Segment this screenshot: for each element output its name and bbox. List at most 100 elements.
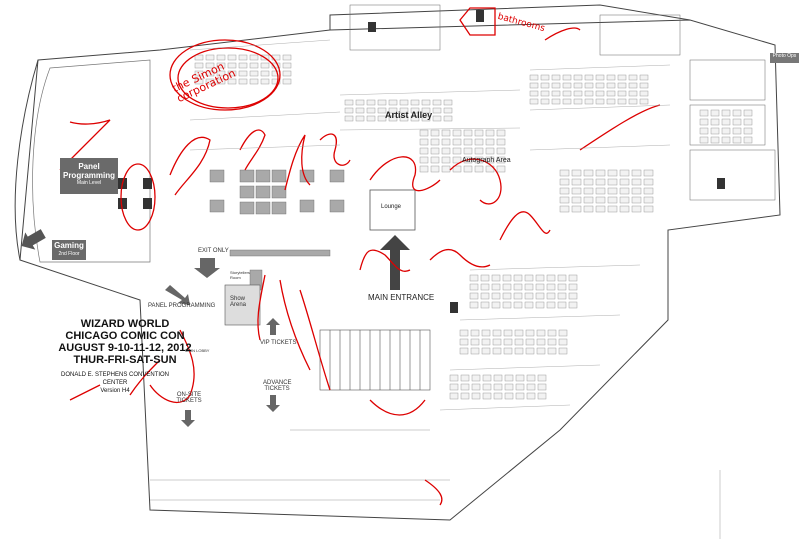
booth xyxy=(583,187,594,195)
booth xyxy=(732,118,742,126)
booth xyxy=(480,292,490,300)
right-rooms xyxy=(349,4,776,201)
booth xyxy=(617,90,627,97)
booth xyxy=(619,178,630,186)
booth xyxy=(470,338,480,346)
storytellers-room-label: Storytellers Room xyxy=(230,270,251,280)
booth xyxy=(643,205,654,213)
booth xyxy=(205,62,215,69)
booth xyxy=(571,169,582,177)
booth xyxy=(449,392,459,400)
booth xyxy=(699,127,709,135)
gaming-label: Gaming xyxy=(54,241,84,250)
booth xyxy=(537,383,547,391)
event-venue: DONALD E. STEPHENS CONVENTION CENTER xyxy=(60,372,170,386)
booth xyxy=(503,329,513,337)
booth xyxy=(557,274,567,282)
booth xyxy=(536,329,546,337)
booth xyxy=(568,283,578,291)
booth xyxy=(557,301,567,309)
booth xyxy=(546,274,556,282)
booth xyxy=(559,187,570,195)
booth xyxy=(504,374,514,382)
booth xyxy=(282,54,292,61)
show-arena-box xyxy=(224,284,261,326)
lounge-area xyxy=(369,189,416,231)
gaming-arrow xyxy=(21,229,46,250)
booth xyxy=(551,90,561,97)
booth xyxy=(463,138,473,146)
booth xyxy=(743,109,753,117)
booth xyxy=(227,54,237,61)
booth xyxy=(491,274,501,282)
booth xyxy=(699,118,709,126)
booth xyxy=(631,169,642,177)
booth xyxy=(344,107,354,114)
booth xyxy=(540,82,550,89)
booth xyxy=(643,178,654,186)
booth xyxy=(482,392,492,400)
booth xyxy=(355,107,365,114)
lounge-label: Lounge xyxy=(381,204,402,210)
booth xyxy=(249,62,259,69)
booth xyxy=(562,82,572,89)
booth xyxy=(449,383,459,391)
booth xyxy=(485,138,495,146)
booth xyxy=(558,329,568,337)
booth xyxy=(469,292,479,300)
booth xyxy=(419,129,429,137)
booth xyxy=(584,98,594,105)
booth xyxy=(529,74,539,81)
booth xyxy=(399,107,409,114)
booth xyxy=(443,107,453,114)
booth xyxy=(526,374,536,382)
panel-main-level-label: Main Level xyxy=(76,180,102,186)
booth xyxy=(524,292,534,300)
booth xyxy=(607,178,618,186)
booth xyxy=(421,99,431,106)
booth xyxy=(492,338,502,346)
booth xyxy=(710,109,720,117)
booth xyxy=(595,196,606,204)
booth xyxy=(496,138,506,146)
booth-rows xyxy=(189,39,671,411)
panel-programming-lower-label: PANEL PROGRAMMING xyxy=(148,303,216,309)
booth xyxy=(628,82,638,89)
booth xyxy=(388,107,398,114)
booth xyxy=(595,169,606,177)
booth xyxy=(421,115,431,122)
booth xyxy=(388,99,398,106)
booth xyxy=(474,138,484,146)
booth xyxy=(699,109,709,117)
booth xyxy=(471,392,481,400)
booth xyxy=(583,178,594,186)
booth xyxy=(471,383,481,391)
booth xyxy=(474,147,484,155)
main-lobby-label: MAIN LOBBY xyxy=(185,348,210,353)
booth xyxy=(515,383,525,391)
booth xyxy=(481,329,491,337)
booth xyxy=(344,99,354,106)
booth xyxy=(377,107,387,114)
on-site-tickets-arrow xyxy=(181,410,195,427)
booth xyxy=(631,205,642,213)
booth xyxy=(399,99,409,106)
autograph-area-label: Autograph Area xyxy=(462,157,511,164)
booth xyxy=(557,292,567,300)
booth xyxy=(525,347,535,355)
booth xyxy=(631,178,642,186)
booth xyxy=(238,78,248,85)
booth xyxy=(557,283,567,291)
booth xyxy=(607,196,618,204)
booth xyxy=(410,99,420,106)
booth xyxy=(513,301,523,309)
booth xyxy=(452,156,462,164)
booth xyxy=(419,156,429,164)
booth xyxy=(551,98,561,105)
booth xyxy=(419,165,429,173)
booth xyxy=(562,90,572,97)
booth xyxy=(573,82,583,89)
booth xyxy=(441,138,451,146)
event-title-line-4: THUR-FRI-SAT-SUN xyxy=(73,354,177,366)
